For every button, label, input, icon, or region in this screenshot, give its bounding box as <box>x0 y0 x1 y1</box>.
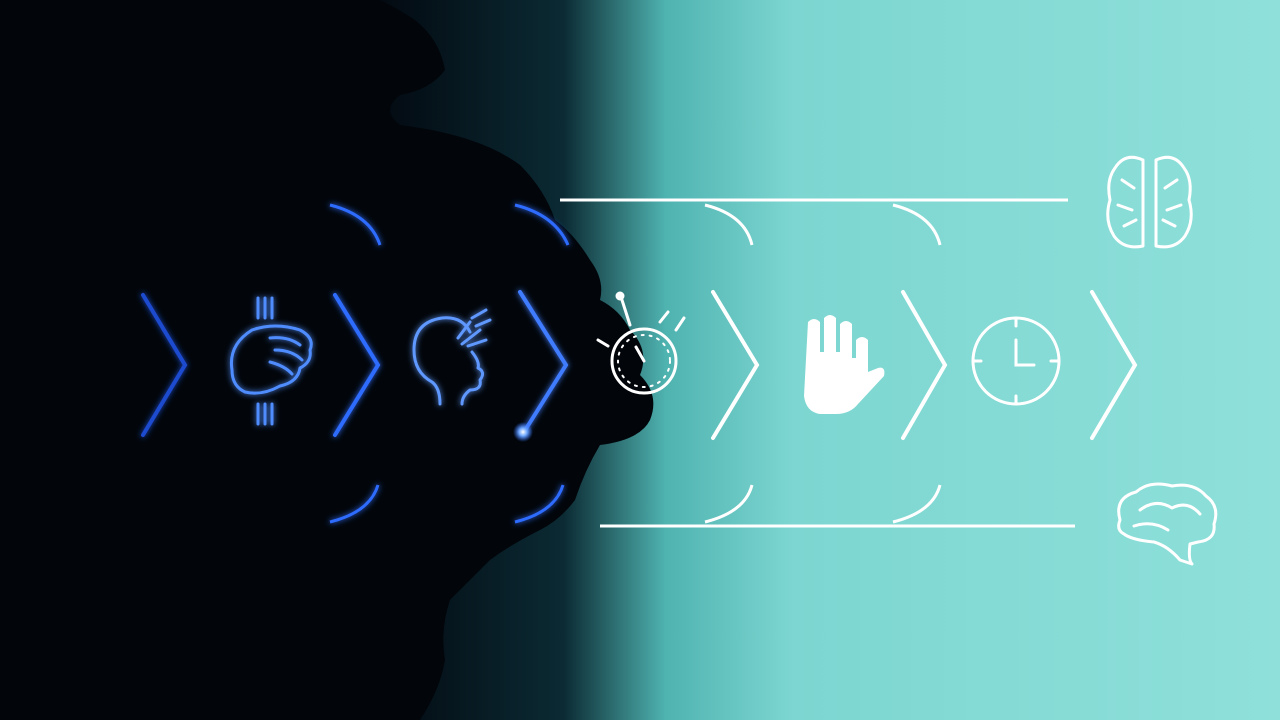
chevron-1-icon <box>141 293 188 437</box>
chevron-5-icon <box>901 290 948 440</box>
chevron-3-icon <box>518 290 569 434</box>
stop-hand-icon <box>804 315 885 414</box>
light-spark <box>513 422 533 442</box>
hand-grip-icon <box>229 296 313 426</box>
segment-arcs <box>329 203 942 524</box>
clock-icon <box>971 316 1061 406</box>
chevron-4-icon <box>711 290 760 440</box>
chevron-2-icon <box>333 293 381 437</box>
dark-silhouette <box>0 0 654 720</box>
stopwatch-icon <box>596 291 686 395</box>
brain-side-icon <box>1117 482 1218 566</box>
chevron-6-icon <box>1090 290 1138 440</box>
brain-top-icon <box>1106 155 1193 249</box>
head-pain-icon <box>412 308 492 406</box>
chevrons <box>141 290 1138 440</box>
